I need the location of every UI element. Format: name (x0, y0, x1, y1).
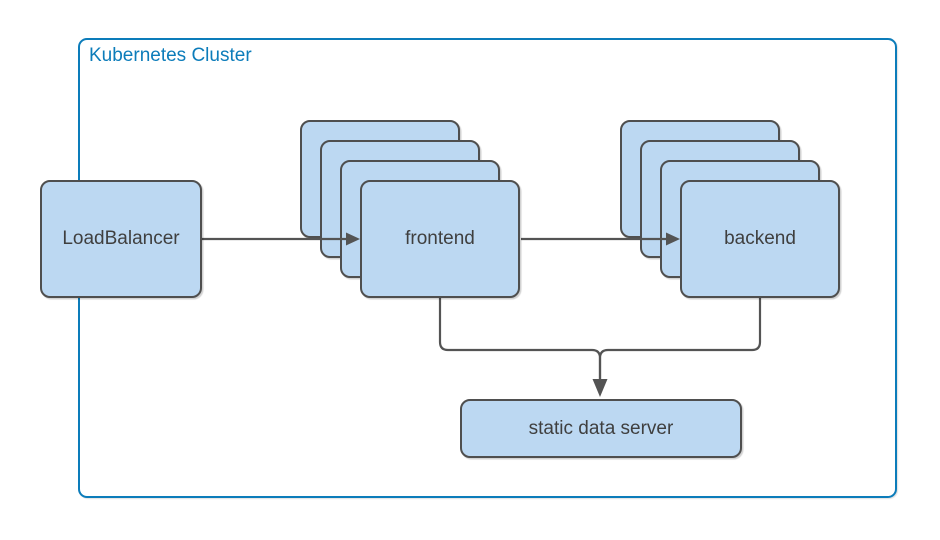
node-frontend: frontend (360, 180, 520, 298)
cluster-label: Kubernetes Cluster (89, 45, 252, 66)
loadbalancer-label: LoadBalancer (62, 228, 180, 249)
node-static-data-server: static data server (460, 399, 742, 458)
static-data-server-label: static data server (528, 417, 674, 439)
frontend-label: frontend (405, 228, 475, 249)
node-backend: backend (680, 180, 840, 298)
backend-label: backend (724, 228, 796, 249)
node-loadbalancer: LoadBalancer (40, 180, 202, 298)
